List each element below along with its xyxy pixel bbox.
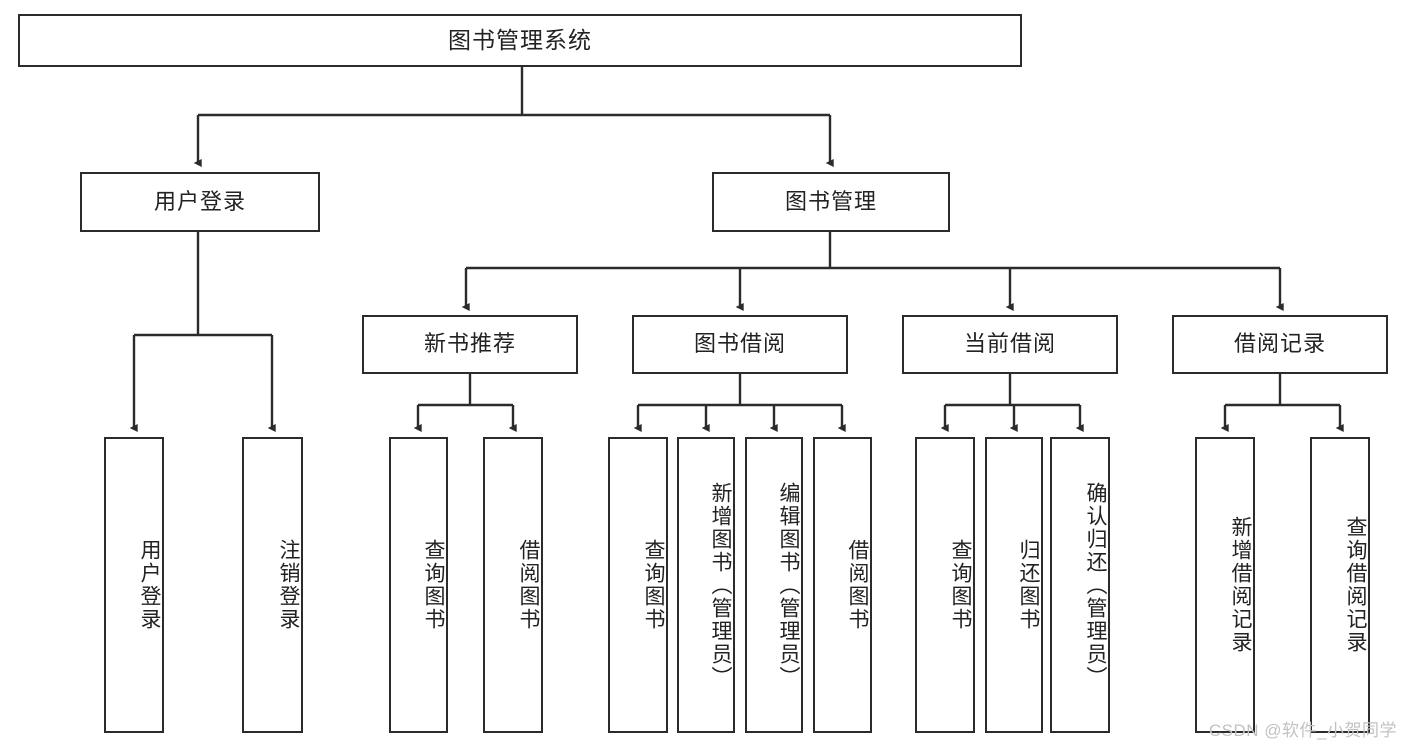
node-current-borrow[interactable]: 当前借阅 — [902, 315, 1118, 374]
node-label: 查询图书 — [949, 539, 972, 631]
leaf-borrow-borrow-book[interactable]: 借阅图书 — [813, 437, 872, 733]
leaf-borrow-add-book-admin[interactable]: 新增图书（管理员） — [677, 437, 735, 733]
node-label: 图书管理 — [784, 188, 877, 214]
node-label: 查询图书 — [422, 539, 445, 631]
node-label: 新增借阅记录 — [1229, 516, 1252, 654]
node-label: 查询借阅记录 — [1344, 516, 1367, 654]
leaf-current-confirm-return-admin[interactable]: 确认归还（管理员） — [1050, 437, 1110, 733]
leaf-user-login-logout[interactable]: 注销登录 — [242, 437, 303, 733]
node-label: 确认归还（管理员） — [1084, 481, 1107, 689]
node-label: 用户登录 — [153, 188, 246, 214]
leaf-records-query-record[interactable]: 查询借阅记录 — [1310, 437, 1370, 733]
node-label: 借阅图书 — [846, 539, 869, 631]
csdn-watermark: CSDN @软件_小贺同学 — [1208, 721, 1397, 740]
leaf-current-query-book[interactable]: 查询图书 — [915, 437, 975, 733]
node-label: 借阅记录 — [1233, 331, 1326, 357]
leaf-borrow-query-book[interactable]: 查询图书 — [608, 437, 668, 733]
node-label: 注销登录 — [277, 539, 300, 631]
leaf-borrow-edit-book-admin[interactable]: 编辑图书（管理员） — [745, 437, 803, 733]
node-label: 借阅图书 — [517, 539, 540, 631]
node-book-borrow[interactable]: 图书借阅 — [632, 315, 848, 374]
node-user-login[interactable]: 用户登录 — [80, 172, 320, 232]
node-borrow-records[interactable]: 借阅记录 — [1172, 315, 1388, 374]
node-label: 查询图书 — [642, 539, 665, 631]
node-label: 新书推荐 — [423, 331, 516, 357]
node-label: 新增图书（管理员） — [709, 481, 732, 689]
node-root-system[interactable]: 图书管理系统 — [18, 14, 1022, 67]
node-label: 归还图书 — [1017, 539, 1040, 631]
node-label: 图书管理系统 — [448, 26, 592, 53]
leaf-current-return-book[interactable]: 归还图书 — [985, 437, 1043, 733]
node-book-management[interactable]: 图书管理 — [712, 172, 950, 232]
node-label: 当前借阅 — [963, 331, 1056, 357]
leaf-recommend-query-book[interactable]: 查询图书 — [389, 437, 448, 733]
leaf-recommend-borrow-book[interactable]: 借阅图书 — [483, 437, 543, 733]
leaf-records-add-record[interactable]: 新增借阅记录 — [1195, 437, 1255, 733]
node-label: 图书借阅 — [693, 331, 786, 357]
leaf-user-login-login[interactable]: 用户登录 — [104, 437, 164, 733]
node-label: 用户登录 — [138, 539, 161, 631]
node-label: 编辑图书（管理员） — [777, 481, 800, 689]
node-new-book-recommend[interactable]: 新书推荐 — [362, 315, 578, 374]
